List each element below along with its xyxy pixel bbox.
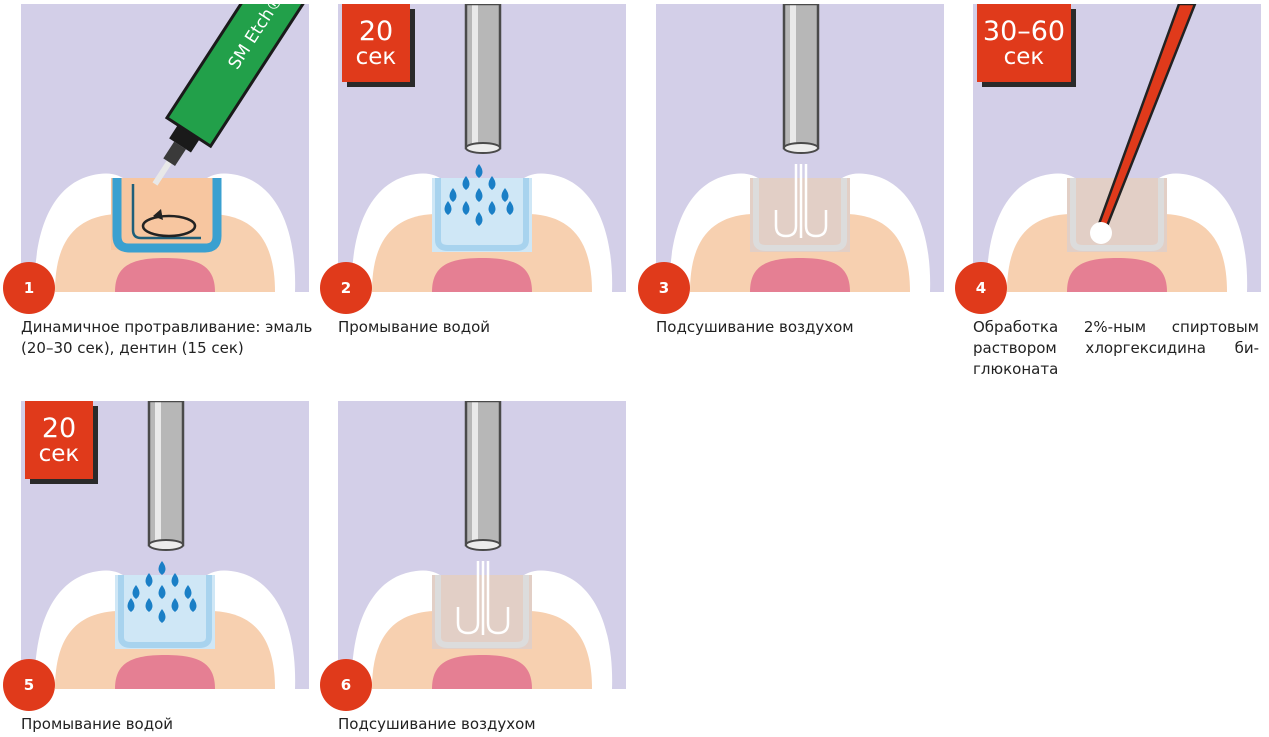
step-3-panel: 3 [656,4,944,292]
timer-unit: сек [39,443,80,466]
water-nozzle [466,4,500,153]
step-5-panel: 20 сек 5 [21,401,309,689]
timer-badge: 20 сек [25,401,93,479]
timer-unit: сек [1004,46,1045,69]
timer-badge: 20 сек [342,4,410,82]
applicator-syringe: SM Etch® [133,4,309,198]
step-3-illustration [656,4,944,292]
step-6-illustration [338,401,626,689]
step-badge: 3 [638,262,690,314]
step-4-panel: 30–60 сек 4 [973,4,1261,292]
air-nozzle [466,401,500,550]
step-caption: Промывание водой [338,317,630,338]
step-badge: 4 [955,262,1007,314]
timer-badge: 30–60 сек [977,4,1071,82]
air-nozzle [784,4,818,153]
timer-unit: сек [356,46,397,69]
step-badge: 1 [3,262,55,314]
step-caption: Обработка 2%-ным спиртовым раствором хло… [973,317,1259,380]
step-6-panel: 6 [338,401,626,689]
etched-cavity [111,178,217,250]
step-caption: Подсушивание воздухом [338,714,630,735]
step-1-panel: SM Etch® 1 [21,4,309,292]
timer-value: 20 [42,415,76,442]
step-badge: 5 [3,659,55,711]
timer-value: 30–60 [983,18,1065,45]
step-badge: 6 [320,659,372,711]
water-nozzle [149,401,183,550]
timer-value: 20 [359,18,393,45]
step-2-panel: 20 сек 2 [338,4,626,292]
step-1-illustration: SM Etch® [21,4,309,292]
step-caption: Подсушивание воздухом [656,317,948,338]
tooth [35,570,295,689]
step-badge: 2 [320,262,372,314]
tooth [352,173,612,292]
step-caption: Промывание водой [21,714,313,735]
step-caption: Динамичное протравливание: эмаль (20–30 … [21,317,313,359]
